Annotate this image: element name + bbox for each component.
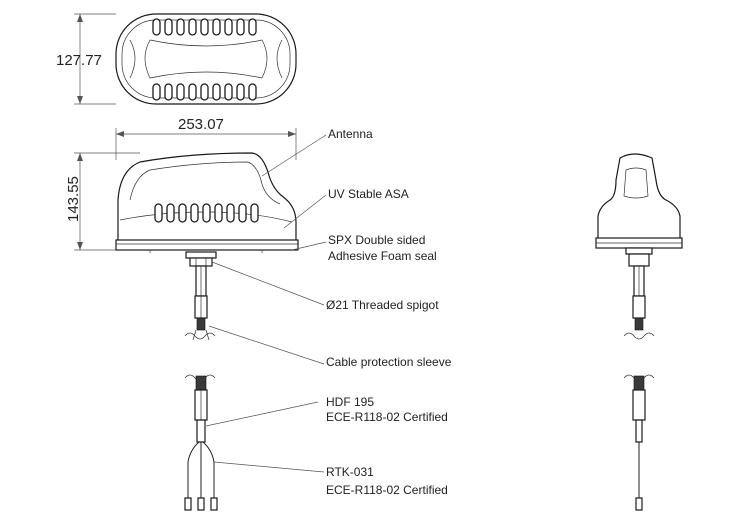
callout-seal-line2: Adhesive Foam seal — [328, 249, 437, 263]
dimension-label-height: 143.55 — [65, 176, 82, 222]
front-view-slots — [154, 203, 259, 223]
side-view — [595, 153, 683, 511]
dimension-height — [74, 152, 140, 251]
callout-uv-stable-asa: UV Stable ASA — [328, 187, 409, 201]
callout-seal-line1: SPX Double sided — [328, 233, 425, 247]
top-view-upper-slots — [152, 18, 257, 36]
top-view-lower-slots — [152, 83, 257, 101]
dimension-label-width: 253.07 — [178, 116, 224, 133]
cable-upper — [184, 295, 216, 341]
callout-rtk-line2: ECE-R118-02 Certified — [326, 483, 448, 497]
callout-threaded-spigot: Ø21 Threaded spigot — [326, 298, 439, 312]
dimension-label-top-width: 127.77 — [56, 52, 102, 69]
front-view: 253.07 143.55 — [65, 116, 299, 511]
callout-hdf-line1: HDF 195 — [326, 395, 374, 409]
dimension-top-width — [74, 13, 116, 105]
callout-antenna: Antenna — [328, 127, 373, 141]
cable-lower — [184, 374, 218, 511]
dimension-width — [115, 128, 297, 160]
callout-rtk-line1: RTK-031 — [326, 465, 374, 479]
callout-hdf-line2: ECE-R118-02 Certified — [326, 410, 448, 424]
top-view: 127.77 — [56, 13, 297, 105]
leader-lines — [205, 134, 327, 473]
callout-cable-sleeve: Cable protection sleeve — [326, 355, 452, 369]
threaded-spigot — [185, 251, 217, 297]
